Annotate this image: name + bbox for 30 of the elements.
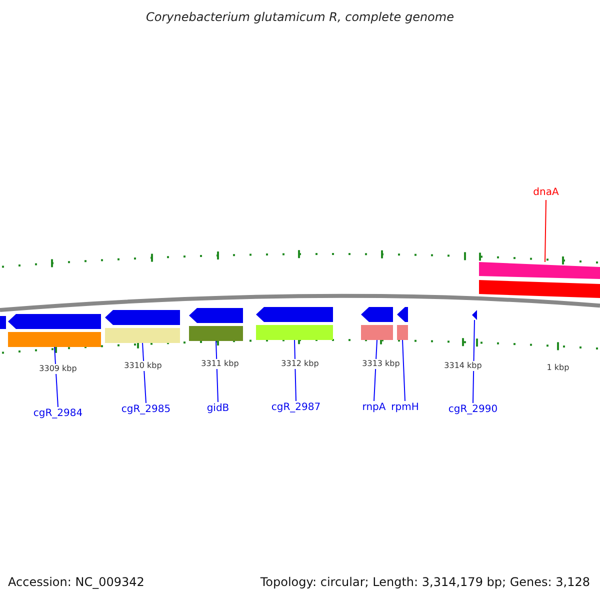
scale-label: 3313 kbp: [361, 359, 401, 369]
scale-label: 3312 kbp: [280, 359, 320, 369]
gene-label: cgR_2987: [271, 401, 321, 415]
gene-arrow-drawing: [256, 307, 333, 340]
scale-label: 3311 kbp: [200, 359, 240, 369]
gene-label: dnaA: [533, 186, 559, 200]
gene-arrow-drawing: [397, 307, 408, 340]
leader-line: [472, 320, 475, 404]
gene-arrow-drawing: [8, 314, 101, 347]
gene-label: cgR_2990: [448, 403, 498, 417]
gene-arrow-drawing: [361, 307, 393, 340]
gene-arrow-drawing: [472, 310, 477, 320]
gene-label: cgR_2985: [121, 403, 171, 417]
diagram-title: Corynebacterium glutamicum R, complete genome: [145, 10, 455, 24]
gene-label: cgR_2984: [33, 407, 83, 421]
gene-label: rnpA: [362, 401, 386, 415]
footer-text: Accession: NC_009342: [8, 575, 144, 589]
leader-line: [402, 340, 406, 402]
scale-label: 3314 kbp: [443, 361, 483, 371]
leader-line: [216, 340, 218, 402]
scale-label: 3309 kbp: [38, 364, 78, 374]
gene-arrow-drawing: [105, 310, 180, 343]
footer-text: Topology: circular; Length: 3,314,179 bp; Genes: 3,128: [260, 575, 590, 589]
leader-line: [544, 200, 546, 262]
gene-bar-drawing: [479, 262, 600, 298]
gene-label: gidB: [206, 402, 230, 416]
scale-label: 3310 kbp: [123, 361, 163, 371]
gene-label: rpmH: [391, 401, 419, 415]
scale-label: 1 kbp: [546, 363, 570, 373]
gene-arrow-drawing: [189, 308, 243, 341]
